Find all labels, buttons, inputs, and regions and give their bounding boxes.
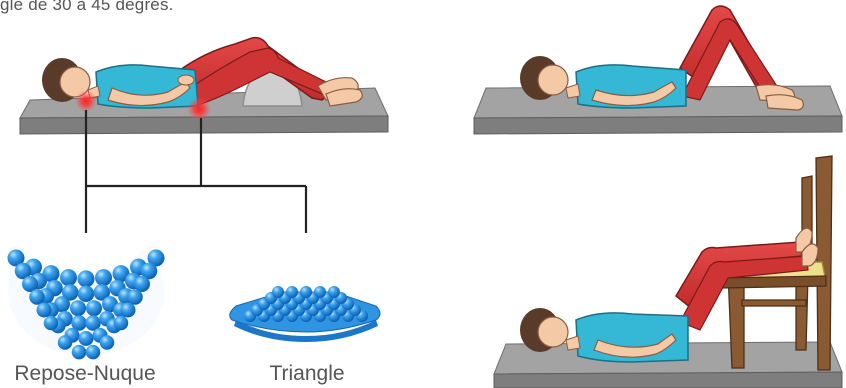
pillow-ball — [300, 286, 312, 298]
pillow-ball — [100, 335, 115, 350]
pillow-ball — [44, 316, 59, 331]
pillow-ball — [314, 286, 326, 298]
intro-text: gle de 30 à 45 degrés. — [0, 0, 174, 15]
pillow-ball — [127, 289, 143, 305]
pillow-ball — [86, 300, 102, 316]
pillow-ball — [121, 303, 136, 318]
figure-legs-on-chair — [494, 156, 842, 388]
pillow-ball — [86, 345, 101, 360]
pressure-point-icon — [187, 97, 211, 121]
pillow-ball — [78, 270, 95, 287]
pillow-ball — [72, 345, 87, 360]
pillow-ball — [328, 286, 340, 298]
label-triangle: Triangle — [252, 362, 362, 386]
pillow-ball — [37, 303, 52, 318]
pillow-ball — [286, 286, 298, 298]
pillow-ball — [70, 300, 86, 316]
pillow-ball — [78, 286, 95, 303]
pillow-ball — [58, 335, 73, 350]
pillow-ball — [79, 331, 94, 346]
label-neck-pillow: Repose-Nuque — [0, 362, 170, 386]
pillow-ball — [114, 316, 129, 331]
pillow-ball — [60, 269, 77, 286]
pressure-point-icon — [75, 90, 97, 112]
figure-with-cushion — [20, 38, 388, 134]
neck-pillow-icon — [8, 247, 165, 360]
pillow-ball — [95, 269, 112, 286]
pillow-ball — [29, 289, 45, 305]
pillow-ball — [272, 286, 284, 298]
triangle-pillow-icon — [230, 286, 380, 342]
figure-knees-bent — [474, 6, 842, 134]
